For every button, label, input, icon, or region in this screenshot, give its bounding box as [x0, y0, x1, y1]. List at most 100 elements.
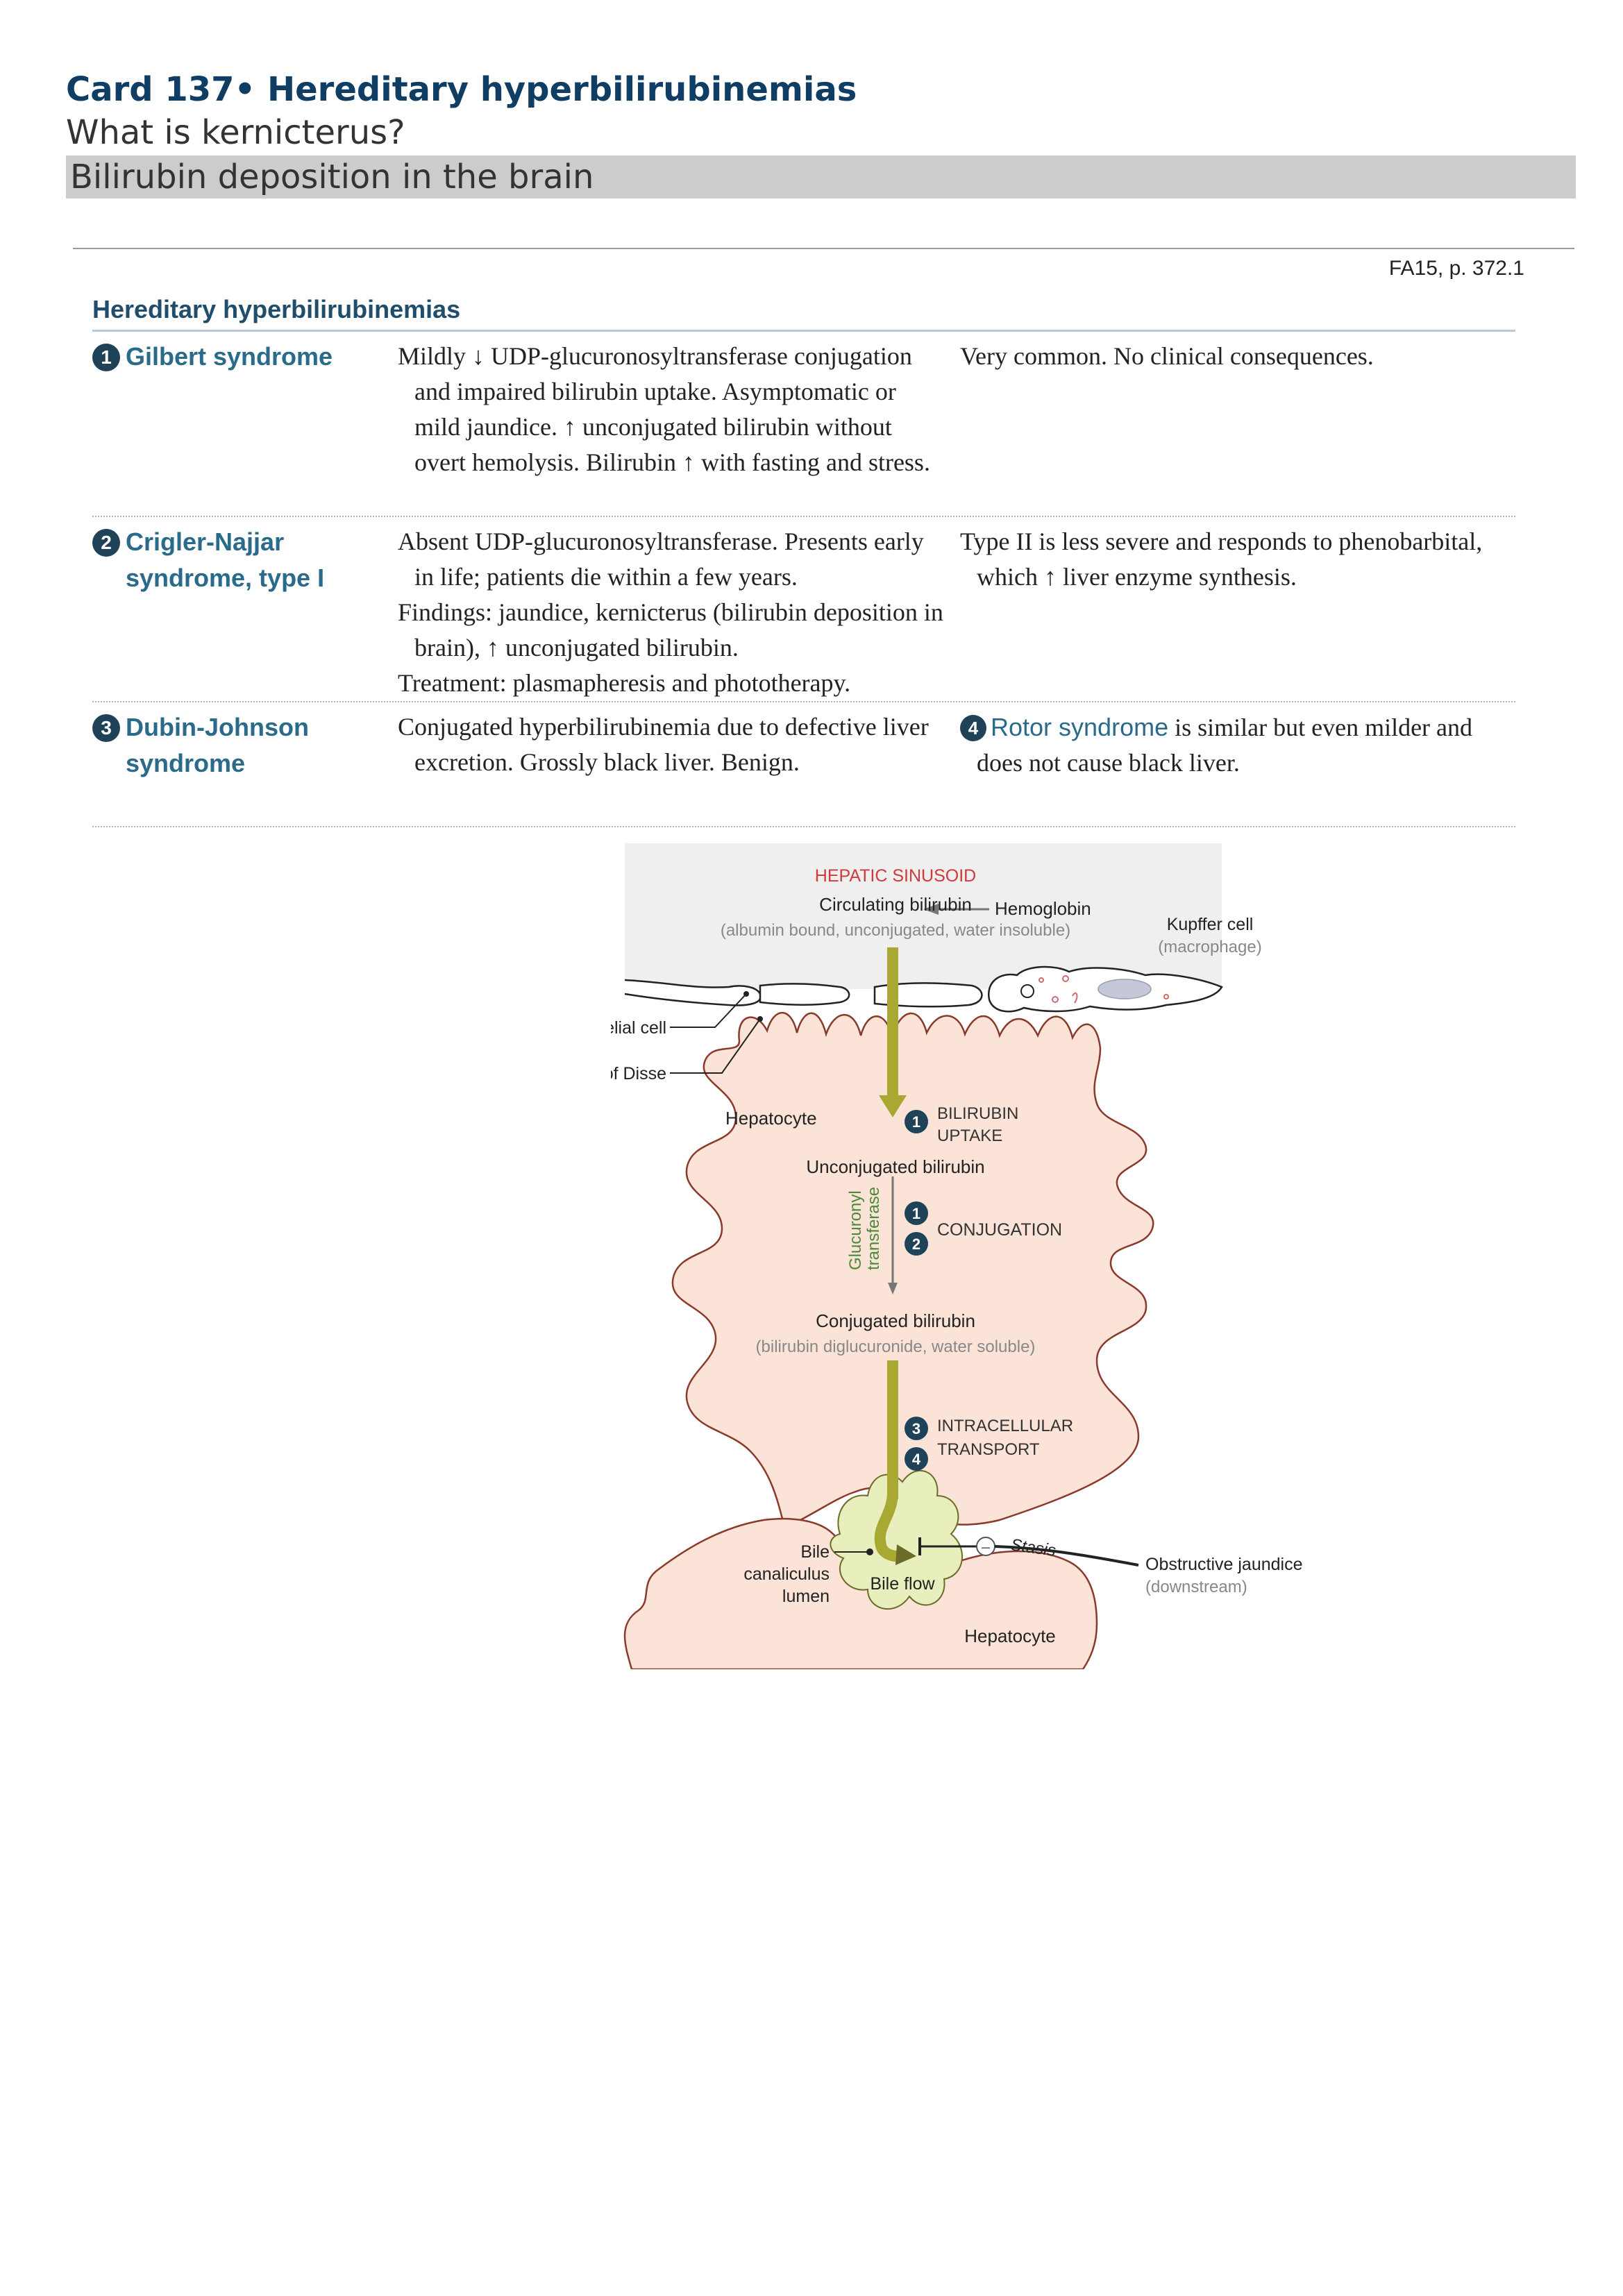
obstruction-line: [994, 1545, 1139, 1567]
bile-canaliculus-shape: [830, 1469, 963, 1610]
number-badge: 4: [960, 715, 986, 741]
description-findings: Findings: jaundice, kernicterus (bilirub…: [398, 598, 943, 661]
card-answer: Bilirubin deposition in the brain: [66, 155, 1576, 199]
source-reference: FA15, p. 372.1: [1388, 257, 1524, 280]
svg-text:1: 1: [912, 1113, 920, 1131]
section-title: Hereditary hyperbilirubinemias: [92, 295, 461, 323]
badge-4-transport: 4: [905, 1447, 928, 1471]
uptake-arrowhead: [879, 1095, 907, 1117]
glucuronyl-label: Glucuronyl: [846, 1190, 865, 1270]
hepatocyte-top-shape: [671, 1011, 1154, 1528]
bilirubin-metabolism-figure: – 1 1 2 3 4 HEPATIC SINUSOID Circulating…: [550, 833, 1319, 1671]
inhibition-symbol: –: [982, 1538, 991, 1555]
badge-1-conjugation: 1: [905, 1201, 928, 1225]
divider: [73, 248, 1574, 249]
badge-2-conjugation: 2: [905, 1232, 928, 1256]
kupffer-nucleus: [1098, 979, 1152, 999]
section-rule: [92, 330, 1515, 332]
row-divider: [92, 516, 1515, 517]
circulating-bilirubin-detail: (albumin bound, unconjugated, water inso…: [721, 921, 1070, 940]
term-label: Gilbert syndrome: [126, 342, 333, 371]
term-label: Dubin-Johnson: [126, 713, 309, 741]
intracellular-transport-label: INTRACELLULAR: [937, 1417, 1073, 1435]
conjugated-bilirubin-label: Conjugated bilirubin: [816, 1310, 975, 1331]
kupffer-cell-detail: (macrophage): [1158, 938, 1261, 956]
card-title: Card 137• Hereditary hyperbilirubinemias: [66, 70, 857, 109]
description-crigler-najjar: Absent UDP-glucuronosyltransferase. Pres…: [398, 524, 946, 701]
note-text: Type II is less severe and responds to p…: [960, 527, 1483, 591]
sinusoid-background: [625, 843, 1222, 982]
term-label-line2: syndrome, type I: [126, 564, 325, 592]
intracellular-transport-label-2: TRANSPORT: [937, 1440, 1040, 1459]
kupffer-granule: [1062, 975, 1069, 982]
note-text: Very common. No clinical consequences.: [960, 342, 1374, 370]
bile-flow-label: Bile flow: [870, 1574, 935, 1594]
svg-text:3: 3: [912, 1420, 920, 1437]
number-badge: 2: [92, 529, 120, 557]
endothelial-cell-label: Endothelial cell: [611, 1018, 666, 1038]
term-label-line2: syndrome: [126, 749, 246, 777]
hepatocyte-top-label: Hepatocyte: [725, 1108, 817, 1129]
hepatocyte-bottom-label: Hepatocyte: [964, 1626, 1056, 1646]
card-header: Card 137• Hereditary hyperbilirubinemias…: [66, 68, 1576, 199]
transport-arrow: [887, 1360, 898, 1499]
bilirubin-uptake-label-2: UPTAKE: [937, 1126, 1002, 1145]
kupffer-granule: [1163, 994, 1169, 999]
number-badge: 1: [92, 344, 120, 371]
obstructive-jaundice-detail: (downstream): [1145, 1578, 1247, 1596]
endothelial-lining-right: [873, 982, 983, 1008]
space-of-disse-label: Space of Disse: [611, 1064, 666, 1083]
bile-canaliculus-label-2: canaliculus: [743, 1564, 830, 1584]
svg-text:2: 2: [912, 1235, 920, 1253]
hepatic-sinusoid-label: HEPATIC SINUSOID: [815, 866, 976, 886]
description-text: Absent UDP-glucuronosyltransferase. Pres…: [398, 527, 924, 591]
svg-text:1: 1: [912, 1205, 920, 1222]
rotor-syndrome-term: Rotor syndrome: [991, 713, 1169, 741]
endothelial-lining-mid: [759, 983, 850, 1006]
disse-leader-line: [670, 1018, 761, 1074]
bile-canaliculus-label-3: lumen: [782, 1587, 830, 1606]
kupffer-granule: [1072, 992, 1078, 1004]
transferase-label: transferase: [864, 1187, 883, 1270]
description-dubin-johnson: Conjugated hyperbilirubinemia due to def…: [398, 709, 946, 780]
description-text: Mildly ↓ UDP-glucuronosyltransferase con…: [398, 342, 930, 476]
badge-1-uptake: 1: [905, 1110, 928, 1133]
conjugation-arrowhead: [888, 1283, 898, 1294]
number-badge: 3: [92, 714, 120, 742]
kupffer-granule: [1038, 977, 1044, 983]
transport-arrow-curve: [874, 1492, 905, 1562]
description-gilbert: Mildly ↓ UDP-glucuronosyltransferase con…: [398, 339, 946, 480]
hemoglobin-label: Hemoglobin: [995, 898, 1091, 919]
description-treatment: Treatment: plasmapheresis and photothera…: [398, 669, 851, 697]
note-rest: is similar but even milder and does not …: [977, 714, 1473, 777]
note-gilbert: Very common. No clinical consequences.: [960, 339, 1515, 374]
bilirubin-diagram: – 1 1 2 3 4 HEPATIC SINUSOID Circulating…: [550, 843, 1303, 1671]
badge-3-transport: 3: [905, 1417, 928, 1440]
hemoglobin-arrowhead: [923, 904, 939, 915]
kupffer-cell-label: Kupffer cell: [1167, 915, 1254, 934]
svg-text:4: 4: [912, 1451, 921, 1468]
kupffer-granule: [1052, 996, 1059, 1003]
conjugation-label: CONJUGATION: [937, 1220, 1062, 1240]
row-divider: [92, 701, 1515, 702]
circulating-bilirubin-label: Circulating bilirubin: [819, 894, 972, 915]
unconjugated-bilirubin-label: Unconjugated bilirubin: [806, 1156, 984, 1177]
description-text: Conjugated hyperbilirubinemia due to def…: [398, 713, 929, 776]
bile-canaliculus-label: Bile: [800, 1542, 830, 1562]
obstructive-jaundice-label: Obstructive jaundice: [1145, 1555, 1303, 1574]
bilirubin-uptake-label: BILIRUBIN: [937, 1104, 1018, 1123]
uptake-arrow: [887, 947, 898, 1099]
term-label: Crigler-Najjar: [126, 527, 285, 556]
transport-arrowhead: [895, 1544, 916, 1565]
endothelial-leader-line: [670, 993, 747, 1028]
conjugated-bilirubin-detail: (bilirubin diglucuronide, water soluble): [756, 1337, 1036, 1356]
row-divider: [92, 826, 1515, 827]
card-question: What is kernicterus?: [66, 113, 405, 152]
kupffer-vesicle: [1020, 984, 1034, 998]
note-crigler-najjar: Type II is less severe and responds to p…: [960, 524, 1515, 595]
